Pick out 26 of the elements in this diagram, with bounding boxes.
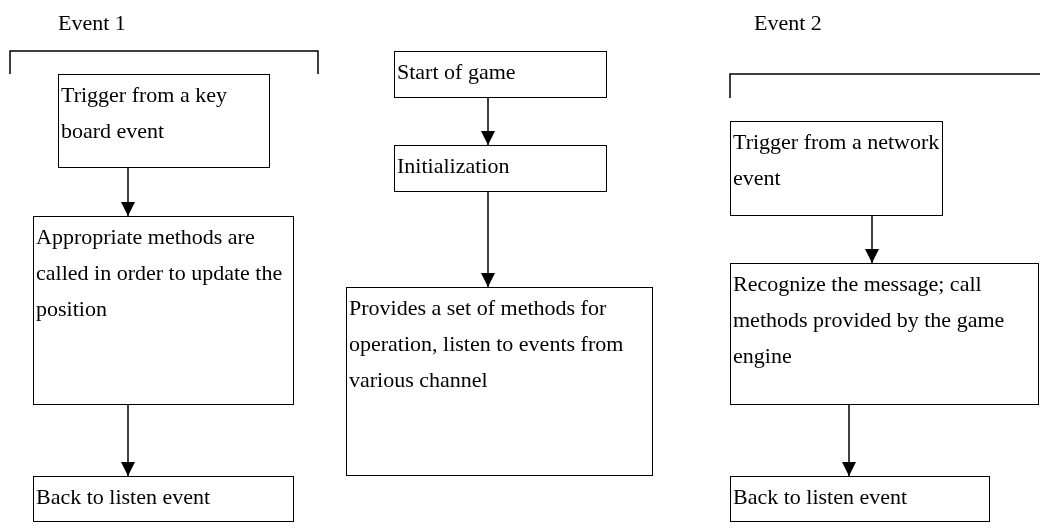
arrow (481, 97, 495, 146)
process-box (33, 216, 294, 405)
process-box (346, 287, 653, 476)
box-text: Provides a set of methods for operation, listen to events from various channel (349, 294, 625, 394)
arrow (481, 191, 495, 288)
box-text: Start of game (397, 58, 517, 86)
process-box (33, 476, 294, 522)
process-box (58, 74, 270, 168)
process-box (730, 476, 990, 522)
box-text: Appropriate methods are called in order to update the position (36, 223, 284, 323)
arrow (865, 215, 879, 264)
box-text: Back to listen event (36, 483, 212, 511)
process-box (394, 145, 607, 192)
box-text: Initialization (397, 152, 511, 180)
box-text: Trigger from a key board event (61, 81, 228, 145)
box-text: Back to listen event (733, 483, 909, 511)
event-heading: Event 1 (58, 10, 126, 36)
event-heading: Event 2 (754, 10, 822, 36)
box-text: Recognize the message; call methods provided by the game engine (733, 270, 1006, 370)
arrow (121, 404, 135, 477)
process-box (730, 121, 943, 216)
box-text: Trigger from a network event (733, 128, 940, 192)
process-box (394, 51, 607, 98)
arrow (842, 404, 856, 477)
arrow (121, 167, 135, 217)
process-box (730, 263, 1039, 405)
